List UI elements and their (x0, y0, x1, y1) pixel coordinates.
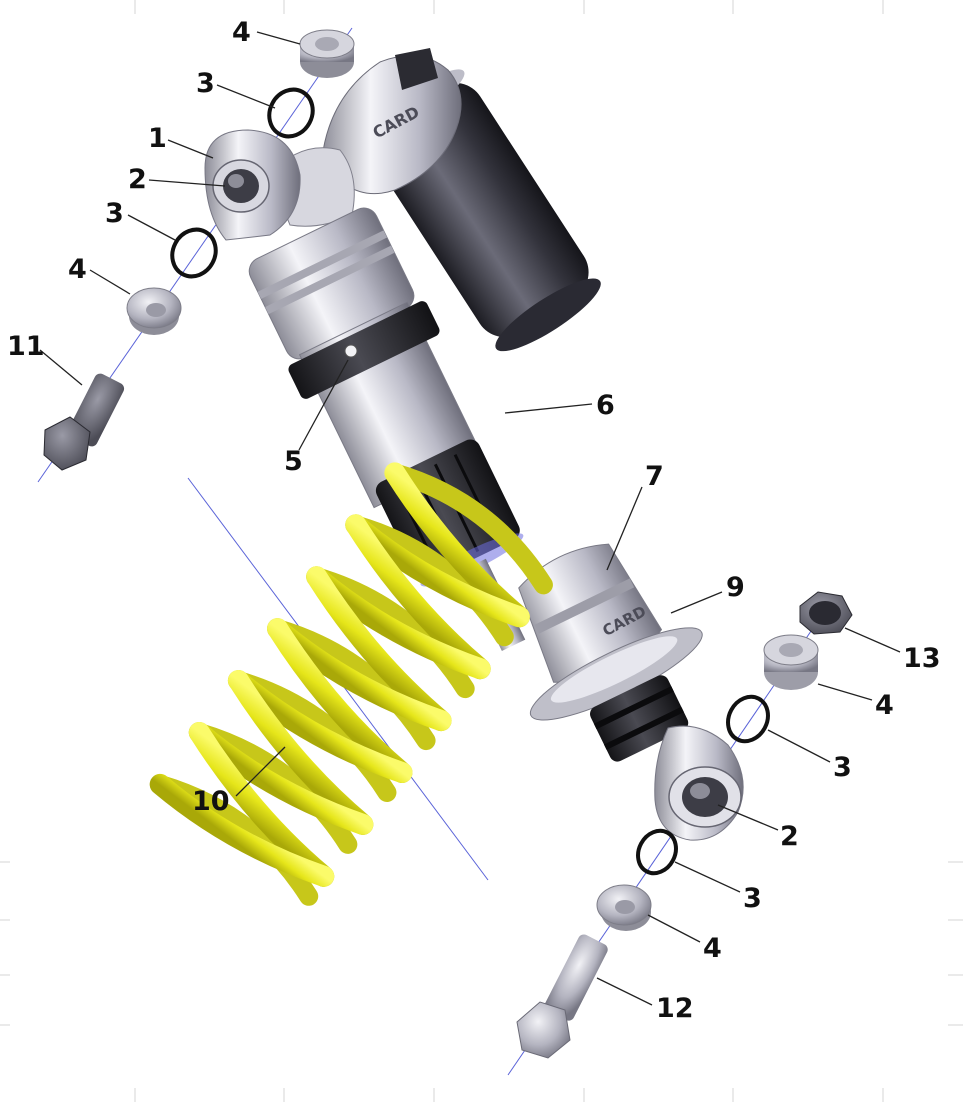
callout-13: 13 (903, 643, 941, 674)
bolt-lower (516, 934, 608, 1059)
callout-2a: 2 (128, 164, 147, 195)
set-screw (344, 344, 358, 358)
nut (799, 591, 853, 635)
coil-spring (149, 462, 553, 906)
callout-4d: 4 (703, 933, 722, 964)
callout-9: 9 (726, 572, 745, 603)
callout-3b: 3 (105, 198, 124, 229)
callout-12: 12 (656, 993, 694, 1024)
lower-body (518, 543, 703, 762)
o-ring-1 (267, 87, 315, 139)
spacer-left (126, 287, 182, 335)
callout-3c: 3 (833, 752, 852, 783)
callout-4b: 4 (68, 254, 87, 285)
callout-10: 10 (192, 786, 230, 817)
lower-eyelet (654, 725, 744, 841)
o-ring-4 (636, 828, 678, 876)
callout-4c: 4 (875, 690, 894, 721)
callout-7: 7 (645, 461, 664, 492)
preload-collar (288, 301, 440, 399)
callout-3d: 3 (743, 883, 762, 914)
o-ring-2 (170, 227, 218, 279)
callout-3a: 3 (196, 68, 215, 99)
callout-4a: 4 (232, 17, 251, 48)
upper-eyelet (204, 129, 301, 241)
callouts: 4 3 1 2 3 4 11 5 6 7 9 13 4 3 10 2 3 (7, 17, 941, 1024)
callout-1: 1 (148, 123, 167, 154)
callout-5: 5 (284, 446, 303, 477)
callout-11: 11 (7, 331, 45, 362)
spacer-top (299, 29, 355, 78)
callout-6: 6 (596, 390, 615, 421)
spacer-bottom (596, 884, 652, 931)
spacer-right (763, 634, 819, 690)
callout-2b: 2 (780, 821, 799, 852)
o-ring-3 (726, 694, 770, 744)
bolt-upper (43, 373, 125, 471)
